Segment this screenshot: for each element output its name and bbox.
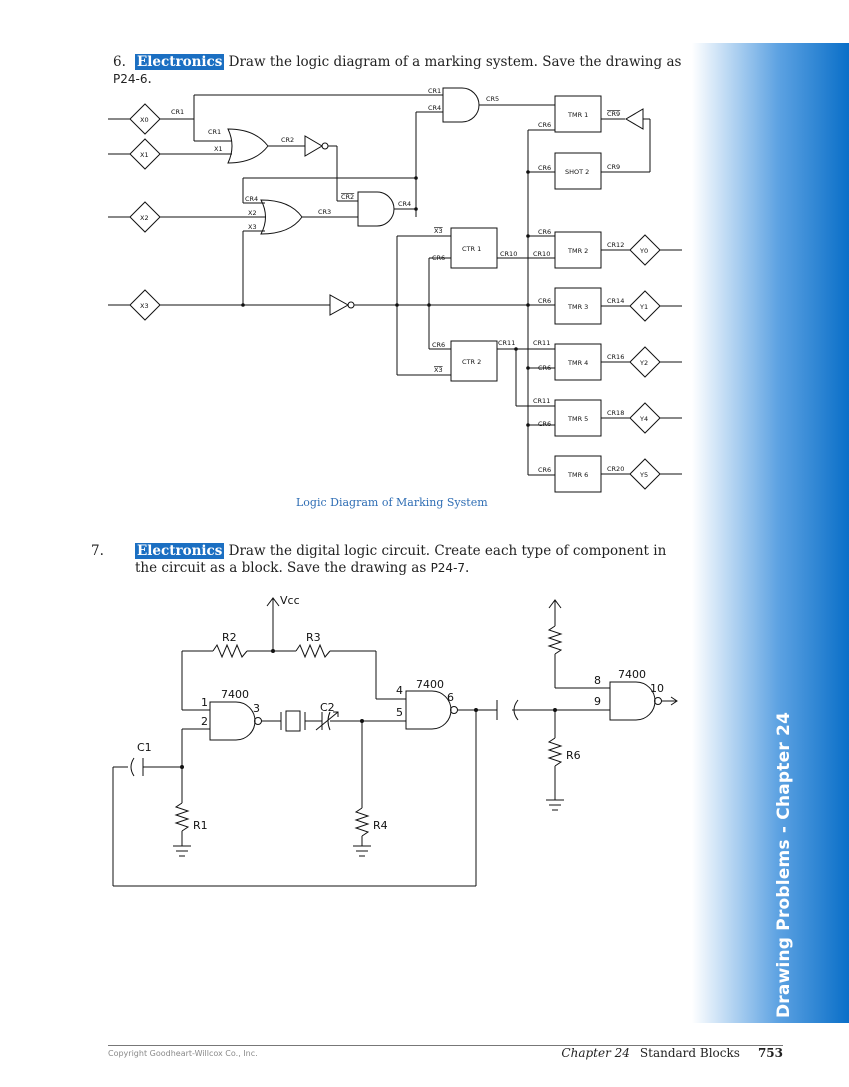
- pin-4: 4: [396, 684, 403, 697]
- output-y2: Y2: [639, 359, 648, 367]
- pin-6: 6: [447, 691, 454, 704]
- period: .: [465, 560, 470, 576]
- vcc-label: Vcc: [280, 594, 300, 607]
- label-cr1: CR1: [208, 128, 221, 136]
- gate2-label: 7400: [416, 678, 444, 691]
- label-x3: X3: [248, 223, 257, 231]
- label-cr4: CR4: [398, 200, 411, 208]
- label-cr9-bar: CR9: [607, 110, 620, 118]
- label-cr6: CR6: [538, 121, 551, 129]
- label-x3-bar: X3: [434, 227, 443, 235]
- block-tmr3: TMR 3: [567, 303, 588, 311]
- block-tmr4: TMR 4: [567, 359, 588, 367]
- block-ctr2: CTR 2: [462, 358, 481, 366]
- label-cr6: CR6: [538, 466, 551, 474]
- block-tmr2: TMR 2: [567, 247, 588, 255]
- label-cr6: CR6: [538, 420, 551, 428]
- label-cr3: CR3: [318, 208, 331, 216]
- label-cr12: CR12: [607, 241, 624, 249]
- r4-label: R4: [373, 819, 388, 832]
- label-cr1: CR1: [428, 87, 441, 95]
- r2-label: R2: [222, 631, 237, 644]
- label-cr4: CR4: [245, 195, 258, 203]
- label-cr11: CR11: [498, 339, 515, 347]
- label-cr6: CR6: [538, 364, 551, 372]
- problem-number: 6.: [113, 54, 126, 70]
- label-cr6: CR6: [432, 254, 445, 262]
- label-cr1: CR1: [171, 108, 184, 116]
- c2-label: C2: [320, 701, 335, 714]
- figure-caption: Logic Diagram of Marking System: [296, 496, 488, 509]
- label-cr14: CR14: [607, 297, 624, 305]
- label-cr2: CR2: [281, 136, 294, 144]
- pin-9: 9: [594, 695, 601, 708]
- label-cr20: CR20: [607, 465, 624, 473]
- input-x0: X0: [140, 116, 149, 124]
- electronics-tag: Electronics: [135, 54, 225, 70]
- c1-label: C1: [137, 741, 152, 754]
- block-tmr6: TMR 6: [567, 471, 588, 479]
- block-tmr5: TMR 5: [567, 415, 588, 423]
- footer-rule: [108, 1045, 783, 1046]
- label-cr2-bar: CR2: [341, 193, 354, 201]
- page-number: 753: [757, 1046, 783, 1060]
- label-cr18: CR18: [607, 409, 624, 417]
- label-cr10: CR10: [533, 250, 550, 258]
- problem-text: Draw the digital logic circuit. Create e…: [135, 543, 667, 576]
- r1-label: R1: [193, 819, 208, 832]
- copyright-notice: Copyright Goodheart-Willcox Co., Inc.: [108, 1049, 258, 1058]
- filename: P24-6: [113, 72, 148, 86]
- problem-6: 6. Electronics Draw the logic diagram of …: [113, 54, 685, 88]
- block-shot2: SHOT 2: [565, 168, 589, 176]
- label-cr6: CR6: [538, 228, 551, 236]
- filename: P24-7: [430, 561, 466, 575]
- label-cr4: CR4: [428, 104, 441, 112]
- output-y0: Y0: [639, 247, 648, 255]
- pin-10: 10: [650, 682, 664, 695]
- label-x1: X1: [214, 145, 223, 153]
- input-x1: X1: [140, 151, 149, 159]
- r3-label: R3: [306, 631, 321, 644]
- label-cr6: CR6: [538, 297, 551, 305]
- gate3-label: 7400: [618, 668, 646, 681]
- period: .: [147, 71, 152, 87]
- problem-number: 7.: [91, 543, 104, 559]
- output-y1: Y1: [639, 303, 648, 311]
- page-footer: Chapter 24 Standard Blocks 753: [561, 1046, 783, 1060]
- electronics-tag: Electronics: [135, 543, 225, 559]
- pin-1: 1: [201, 696, 208, 709]
- output-y4: Y4: [639, 415, 648, 423]
- gate1-label: 7400: [221, 688, 249, 701]
- block-tmr1: TMR 1: [567, 111, 588, 119]
- pin-3: 3: [253, 702, 260, 715]
- label-cr9: CR9: [607, 163, 620, 171]
- problem-text: Draw the logic diagram of a marking syst…: [224, 54, 682, 70]
- chapter-sidebar-band: [692, 43, 849, 1023]
- label-cr6: CR6: [538, 164, 551, 172]
- footer-chapter: Chapter 24: [561, 1046, 630, 1060]
- label-cr11: CR11: [533, 339, 550, 347]
- block-ctr1: CTR 1: [462, 245, 481, 253]
- input-x2: X2: [140, 214, 149, 222]
- label-x3-bar: X3: [434, 366, 443, 374]
- label-cr6: CR6: [432, 341, 445, 349]
- label-cr16: CR16: [607, 353, 624, 361]
- label-cr5: CR5: [486, 95, 499, 103]
- footer-title: Standard Blocks: [639, 1046, 740, 1060]
- label-cr11: CR11: [533, 397, 550, 405]
- output-y5: Y5: [639, 471, 648, 479]
- problem-7: 7. Electronics Draw the digital logic cir…: [91, 543, 685, 577]
- pin-5: 5: [396, 706, 403, 719]
- input-x3: X3: [140, 302, 149, 310]
- label-x2: X2: [248, 209, 257, 217]
- label-cr10: CR10: [500, 250, 517, 258]
- pin-2: 2: [201, 715, 208, 728]
- r6-label: R6: [566, 749, 581, 762]
- pin-8: 8: [594, 674, 601, 687]
